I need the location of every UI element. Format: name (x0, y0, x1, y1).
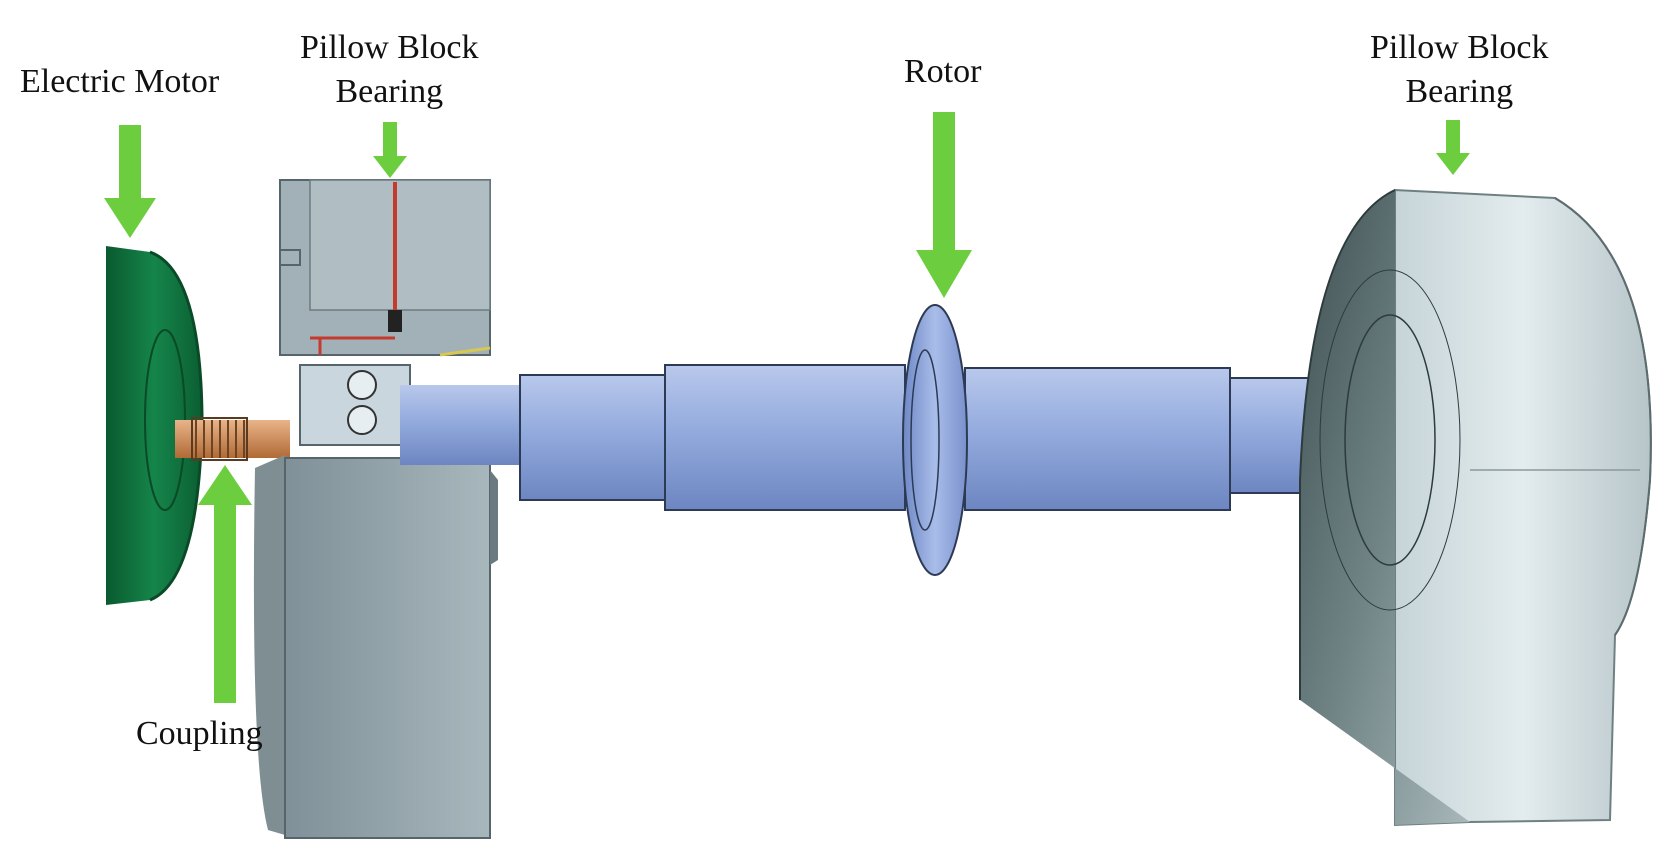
label-right-bearing: Pillow Block Bearing (1370, 26, 1549, 114)
label-right-bearing-line2: Bearing (1405, 73, 1514, 110)
label-coupling-text: Coupling (136, 715, 263, 752)
label-rotor: Rotor (904, 50, 981, 94)
label-right-bearing-line1: Pillow Block (1370, 29, 1549, 66)
label-left-bearing: Pillow Block Bearing (300, 26, 479, 114)
label-electric-motor: Electric Motor (20, 60, 219, 104)
label-electric-motor-text: Electric Motor (20, 63, 220, 100)
label-left-bearing-line1: Pillow Block (300, 29, 479, 66)
label-rotor-text: Rotor (904, 53, 982, 90)
down-arrow-icon (1436, 120, 1470, 175)
left-bearing-housing (279, 179, 491, 446)
label-left-bearing-line2: Bearing (335, 73, 444, 110)
left-bearing-pedestal (253, 455, 498, 839)
right-bearing (1299, 188, 1652, 827)
up-arrow-icon (198, 465, 252, 703)
down-arrow-icon (916, 112, 972, 298)
label-coupling: Coupling (136, 712, 263, 756)
down-arrow-icon (373, 122, 407, 178)
rotor-disc (902, 304, 968, 576)
coupling (175, 417, 290, 461)
down-arrow-icon (104, 125, 156, 238)
shaft (400, 364, 1399, 511)
